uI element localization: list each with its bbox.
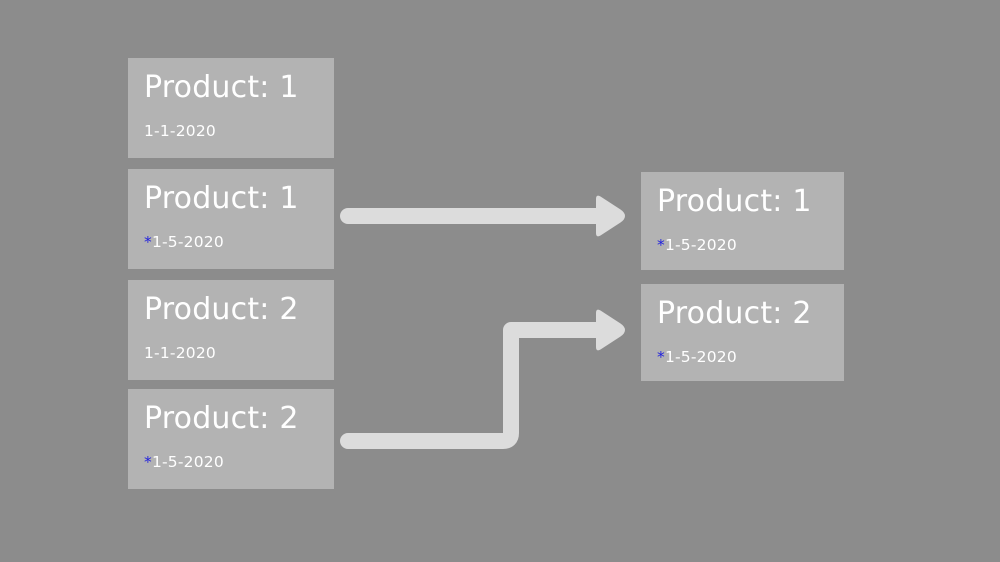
node-date-value: 1-5-2020: [151, 233, 224, 251]
modified-marker-icon: *: [144, 233, 152, 251]
modified-marker-icon: *: [657, 348, 665, 366]
node-left-1[interactable]: Product: 1 1-1-2020: [128, 58, 334, 158]
arrow-product1-straight: [340, 195, 625, 237]
node-right-2[interactable]: Product: 2 *1-5-2020: [641, 284, 844, 381]
node-date-value: 1-1-2020: [144, 344, 216, 362]
node-right-1[interactable]: Product: 1 *1-5-2020: [641, 172, 844, 270]
node-date-value: 1-5-2020: [664, 348, 737, 366]
node-left-4[interactable]: Product: 2 *1-5-2020: [128, 389, 334, 489]
modified-marker-icon: *: [657, 236, 665, 254]
node-left-2[interactable]: Product: 1 *1-5-2020: [128, 169, 334, 269]
node-date-value: 1-5-2020: [151, 453, 224, 471]
node-date: 1-1-2020: [144, 343, 216, 363]
arrow-product2-elbow: [340, 309, 625, 449]
node-date-value: 1-5-2020: [664, 236, 737, 254]
node-date: *1-5-2020: [657, 235, 737, 255]
modified-marker-icon: *: [144, 453, 152, 471]
node-date: *1-5-2020: [144, 452, 224, 472]
node-date: *1-5-2020: [144, 232, 224, 252]
node-left-3[interactable]: Product: 2 1-1-2020: [128, 280, 334, 380]
node-title: Product: 2: [144, 292, 299, 327]
node-title: Product: 1: [657, 184, 812, 219]
node-title: Product: 2: [657, 296, 812, 331]
node-date: *1-5-2020: [657, 347, 737, 367]
node-title: Product: 1: [144, 181, 299, 216]
node-title: Product: 2: [144, 401, 299, 436]
node-title: Product: 1: [144, 70, 299, 105]
node-date: 1-1-2020: [144, 121, 216, 141]
node-date-value: 1-1-2020: [144, 122, 216, 140]
